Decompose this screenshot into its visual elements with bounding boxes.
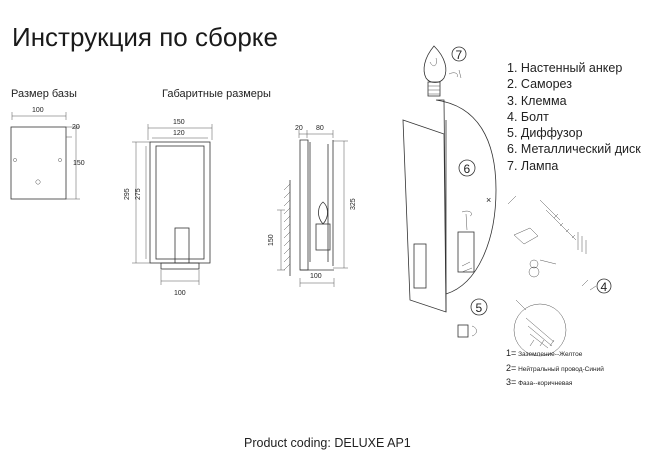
- side-dim-top-b: 80: [316, 125, 324, 132]
- front-dim-height-inner: 275: [135, 188, 142, 200]
- parts-list-item: 2. Саморез: [507, 77, 572, 92]
- wiring-text: Фаза--коричневая: [518, 380, 573, 387]
- base-dim-height: 150: [73, 160, 85, 167]
- parts-list-item: 5. Диффузор: [507, 126, 583, 141]
- wiring-legend: 1= Заземление--Желтое 2= Нейтральный про…: [506, 347, 604, 391]
- parts-list-item: 4. Болт: [507, 109, 549, 124]
- parts-list-item: 3. Клемма: [507, 93, 567, 108]
- side-dim-top-a: 20: [295, 125, 303, 132]
- front-dim-bottom: 100: [174, 290, 186, 297]
- wiring-item: 1= Заземление--Желтое: [506, 347, 604, 362]
- front-dim-top-inner: 120: [173, 130, 185, 137]
- callout-6: 6: [464, 162, 471, 176]
- front-dim-height-outer: 295: [124, 188, 131, 200]
- base-dim-offset: 20: [72, 124, 80, 131]
- product-coding: Product coding: DELUXE AP1: [244, 436, 411, 450]
- base-size-heading: Размер базы: [11, 88, 77, 100]
- base-dim-width: 100: [32, 107, 44, 114]
- side-view-drawing: [277, 130, 348, 287]
- callout-5: 5: [476, 301, 483, 315]
- callout-4: 4: [601, 280, 608, 294]
- callout-7: 7: [456, 48, 463, 62]
- wiring-item: 2= Нейтральный провод-Синий: [506, 362, 604, 377]
- wiring-item: 3= Фаза--коричневая: [506, 376, 604, 391]
- wiring-text: Нейтральный провод-Синий: [518, 365, 604, 373]
- wiring-num: 1=: [506, 348, 517, 358]
- page-title: Инструкция по сборке: [12, 22, 278, 52]
- wiring-num: 2=: [506, 362, 517, 373]
- side-dim-mount: 150: [268, 234, 275, 246]
- parts-list-item: 6. Металлический диск: [507, 142, 641, 157]
- exploded-assembly-view: ×: [402, 45, 612, 357]
- parts-list: 1. Настенный анкер 2. Саморез 3. Клемма …: [507, 60, 641, 174]
- svg-text:×: ×: [486, 195, 491, 205]
- base-plate-drawing: [10, 112, 80, 200]
- parts-list-item: 1. Настенный анкер: [507, 61, 623, 75]
- parts-list-item: 7. Лампа: [507, 158, 559, 173]
- front-view-drawing: [132, 124, 213, 285]
- wiring-text: Заземление--Желтое: [518, 351, 583, 358]
- side-dim-height: 325: [350, 198, 357, 210]
- wiring-num: 3=: [506, 377, 517, 387]
- front-dim-top-outer: 150: [173, 119, 185, 126]
- side-dim-bottom: 100: [310, 273, 322, 280]
- overall-dimensions-heading: Габаритные размеры: [162, 88, 271, 100]
